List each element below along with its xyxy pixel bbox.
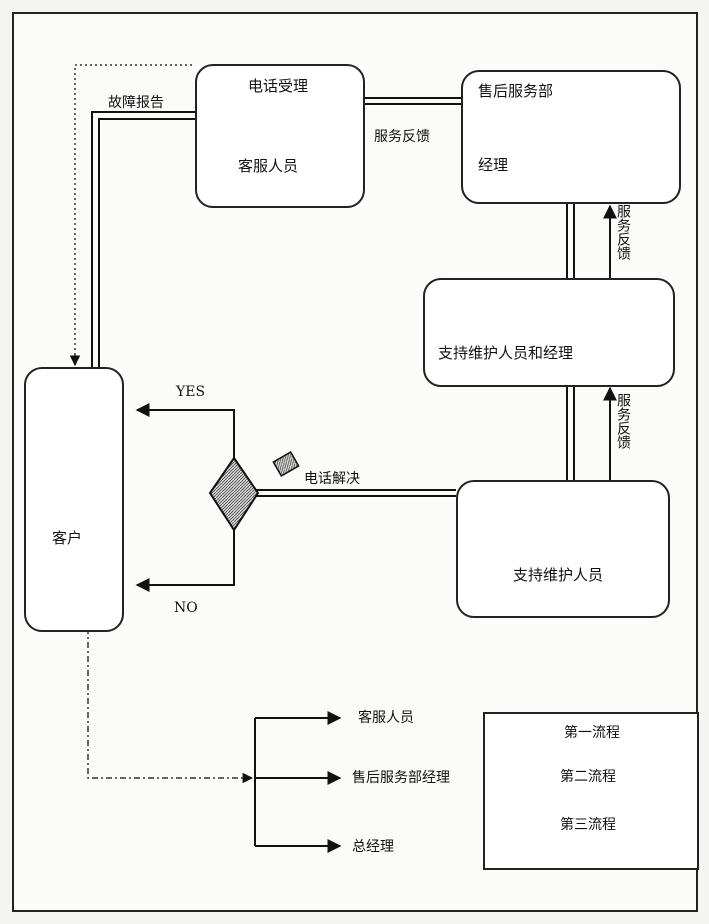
phone-intake-node xyxy=(195,64,365,208)
legend-item: 第三流程 xyxy=(560,817,616,833)
fault-report-double-line-b xyxy=(98,118,195,368)
yes-branch-line xyxy=(135,403,235,458)
after-sales-node xyxy=(461,70,681,204)
after-sales-role: 经理 xyxy=(478,156,509,174)
customer-role: 客户 xyxy=(52,529,83,547)
customer-node xyxy=(24,367,124,632)
legend xyxy=(483,712,699,870)
fault-report-label: 故障报告 xyxy=(108,95,164,111)
escalation-target: 客服人员 xyxy=(358,710,414,726)
support-staff-role: 支持维护人员 xyxy=(513,566,604,584)
phone-icon xyxy=(272,451,300,477)
legend-item: 第二流程 xyxy=(560,769,616,785)
third-flow-line xyxy=(87,628,254,784)
yes-label: YES xyxy=(176,384,206,400)
fault-report-dotted-line xyxy=(74,64,195,365)
no-label: NO xyxy=(174,600,198,616)
support-team-node xyxy=(423,278,675,387)
support-team-role: 支持维护人员和经理 xyxy=(438,344,574,362)
service-feedback-vertical-label: 服务反馈 xyxy=(615,393,631,449)
phone-resolve-label: 电话解决 xyxy=(304,471,360,487)
decision-diamond xyxy=(208,456,260,532)
legend-item: 第一流程 xyxy=(564,725,620,741)
fault-report-double-line-a xyxy=(91,111,195,368)
phone-intake-title: 电话受理 xyxy=(248,77,309,95)
phone-intake-role: 客服人员 xyxy=(238,157,299,175)
service-feedback-label: 服务反馈 xyxy=(374,129,430,145)
support-staff-node xyxy=(456,480,670,618)
no-branch-line xyxy=(135,530,235,592)
escalation-target: 总经理 xyxy=(352,839,394,855)
after-sales-title: 售后服务部 xyxy=(478,82,554,100)
escalation-target: 售后服务部经理 xyxy=(352,770,450,786)
service-feedback-vertical-label: 服务反馈 xyxy=(615,204,631,260)
